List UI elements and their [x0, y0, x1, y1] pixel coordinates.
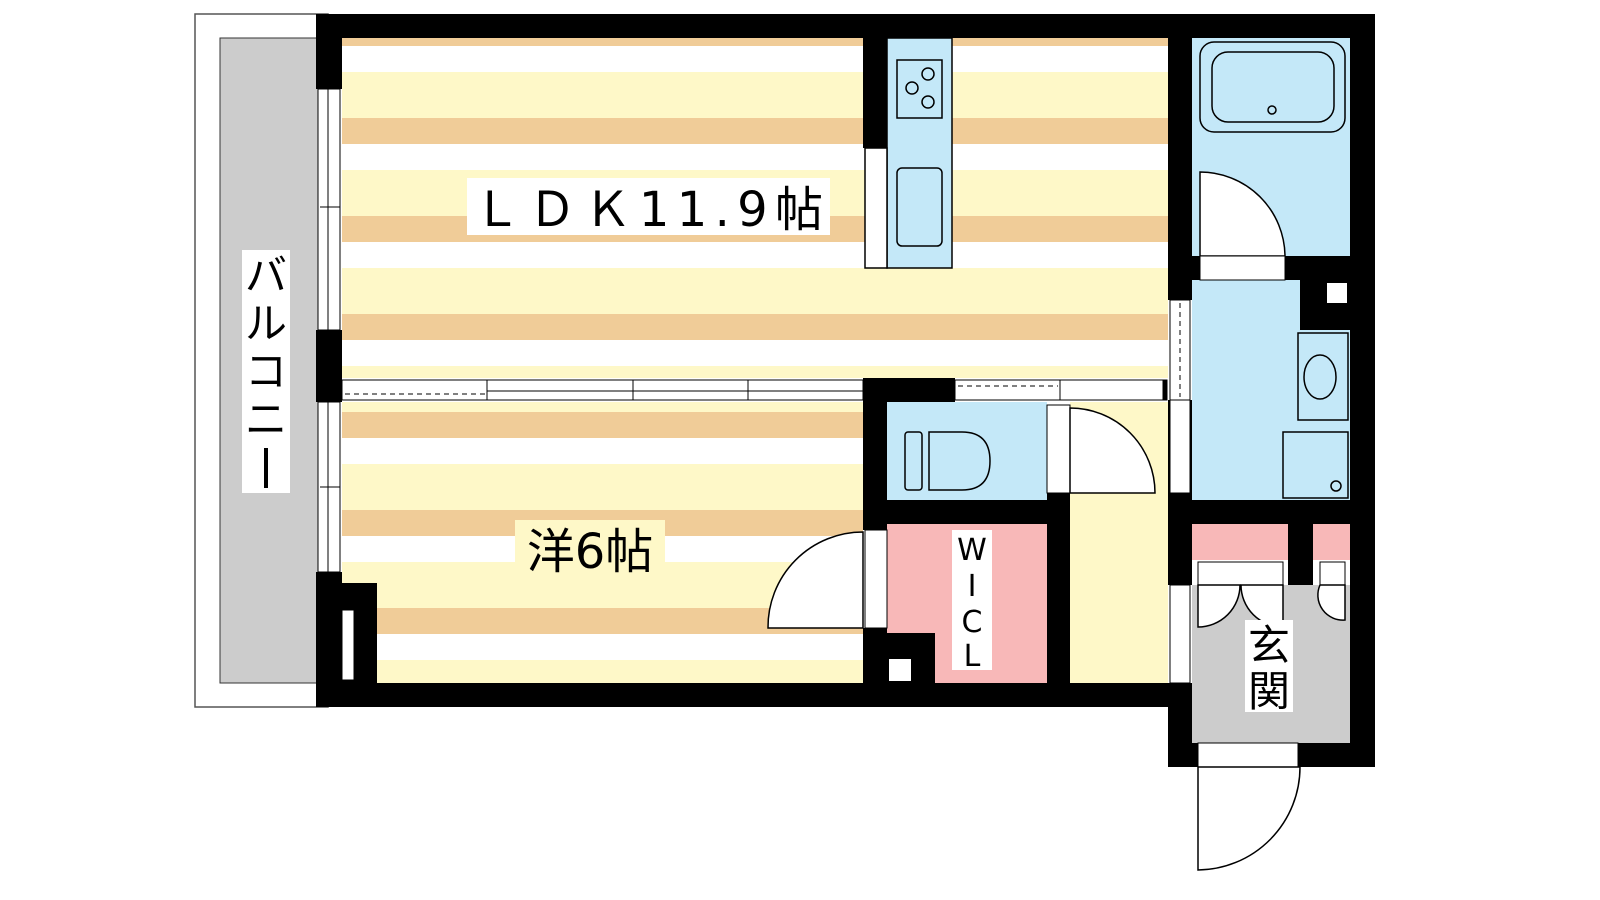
- wic-label-letter: I: [968, 569, 977, 604]
- wic-label-letter: C: [962, 605, 983, 640]
- sliding-door[interactable]: [1169, 584, 1191, 684]
- entrance-label-bg: [1245, 620, 1293, 712]
- wall-niche: [889, 659, 911, 681]
- sliding-door[interactable]: [341, 379, 864, 401]
- ldk-label: ＬＤＫ11.9帖: [473, 182, 823, 238]
- wall-niche: [1327, 283, 1347, 303]
- balcony-label-long-vowel-text: ー: [0, 0, 1, 1]
- basin-bowl: [1303, 354, 1337, 400]
- wic-label-letter: L: [964, 639, 981, 674]
- western-label-bg: [515, 520, 665, 578]
- burner-icon: [905, 81, 919, 95]
- toilet-bowl-icon: [928, 431, 991, 491]
- balcony-label-char: ル: [245, 299, 287, 348]
- toilet-tank: [904, 431, 923, 491]
- burner-icon: [921, 95, 935, 109]
- stove-icon: [896, 59, 943, 119]
- burner-icon: [921, 67, 935, 81]
- bathtub-icon: [1199, 41, 1346, 133]
- toilet-floor: [887, 402, 1047, 500]
- shoe-box-doors[interactable]: [1197, 561, 1346, 628]
- bathroom-door[interactable]: [1199, 171, 1286, 281]
- closet-slot: [341, 609, 355, 681]
- balcony-label-char: ニ: [245, 395, 287, 444]
- ldk-label-bg: [467, 178, 830, 235]
- drain-icon: [1267, 105, 1277, 115]
- bathtub-inner: [1211, 51, 1335, 123]
- wic-label-letter: W: [957, 533, 987, 568]
- kitchen-partition: [864, 147, 888, 269]
- sink-icon: [896, 167, 943, 247]
- balcony-label-char: コ: [245, 347, 287, 396]
- entrance-label-char: 玄: [1248, 621, 1290, 670]
- toilet-door[interactable]: [1046, 404, 1156, 494]
- sliding-door[interactable]: [954, 379, 1168, 401]
- shoe-box: [1313, 524, 1350, 560]
- western-room-label: 洋6帖: [527, 524, 654, 580]
- drain-icon: [1330, 480, 1342, 492]
- balcony-label-char: バ: [245, 251, 287, 300]
- balcony-window: [317, 88, 341, 573]
- front-door[interactable]: [1197, 742, 1301, 871]
- entrance-label-char: 関: [1248, 667, 1290, 716]
- western-room-door[interactable]: [767, 529, 888, 629]
- washbasin-icon: [1297, 332, 1349, 421]
- wic-label-bg: [952, 530, 992, 670]
- sliding-door[interactable]: [1169, 299, 1191, 494]
- shoe-box: [1192, 524, 1288, 560]
- washing-machine-icon: [1282, 431, 1349, 499]
